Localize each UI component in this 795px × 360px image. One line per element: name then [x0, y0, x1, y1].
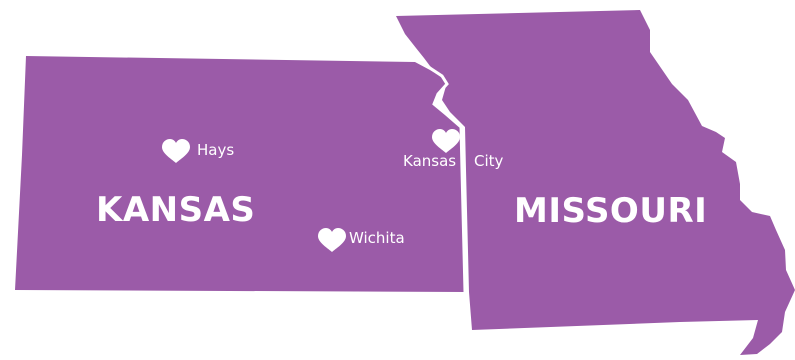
state-label-missouri: MISSOURI: [514, 191, 707, 231]
city-label-hays: Hays: [197, 141, 234, 159]
kansas-state-shape: [15, 56, 465, 292]
city-label-kansas-city-part2: City: [474, 152, 504, 170]
heart-icon: [162, 139, 190, 163]
city-label-kansas-city-part1: Kansas: [403, 152, 456, 170]
heart-icon: [432, 129, 460, 153]
heart-icon: [318, 228, 346, 252]
state-label-kansas: KANSAS: [96, 190, 255, 230]
city-label-wichita: Wichita: [349, 229, 405, 247]
missouri-state-shape: [396, 10, 795, 355]
state-border-river: [414, 58, 467, 293]
